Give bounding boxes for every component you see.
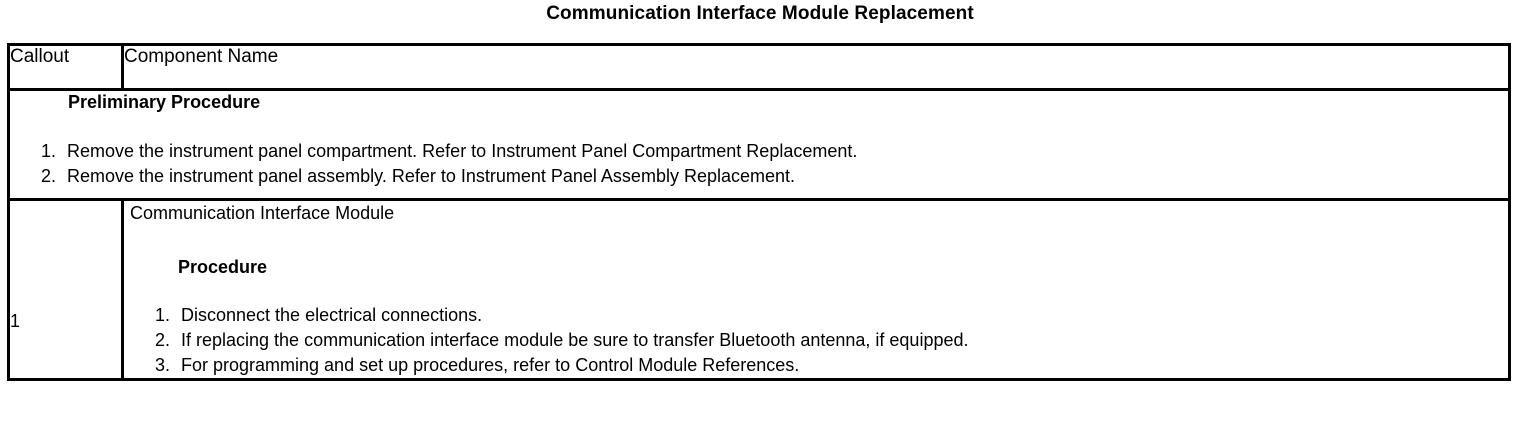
table-row: 1 Communication Interface Module Procedu… [7,198,1511,381]
list-item: 2. Remove the instrument panel assembly.… [26,164,1508,189]
list-item-number: 2. [154,330,170,350]
list-item-text: Remove the instrument panel compartment.… [67,141,858,161]
column-header-callout: Callout [7,43,124,91]
column-header-component-name: Component Name [121,43,1511,91]
list-item-number: 1. [40,141,56,161]
list-item-number: 2. [40,166,56,186]
preliminary-procedure-heading: Preliminary Procedure [68,92,261,112]
list-item-number: 3. [154,355,170,375]
procedure-step-list: 1. Disconnect the electrical connections… [126,303,1507,377]
list-item: 1. Disconnect the electrical connections… [140,303,1507,328]
callout-cell: 1 [7,198,124,381]
list-item: 2. If replacing the communication interf… [140,328,1507,353]
preliminary-procedure-row: Preliminary Procedure 1. Remove the inst… [7,88,1511,201]
callout-number: 1 [10,311,21,331]
component-name-label: Communication Interface Module [130,203,395,223]
component-cell: Communication Interface Module Procedure… [121,198,1511,381]
list-item-text: If replacing the communication interface… [181,330,969,350]
preliminary-procedure-cell: Preliminary Procedure 1. Remove the inst… [7,88,1511,201]
list-item-text: Remove the instrument panel assembly. Re… [67,166,796,186]
list-item: 1. Remove the instrument panel compartme… [26,139,1508,164]
page-title: Communication Interface Module Replaceme… [546,3,974,24]
list-item-text: For programming and set up procedures, r… [181,355,800,375]
list-item-text: Disconnect the electrical connections. [181,305,483,325]
list-item: 3. For programming and set up procedures… [140,353,1507,377]
table-header-row: Callout Component Name [7,43,1511,91]
procedure-heading: Procedure [178,257,268,277]
preliminary-procedure-list: 1. Remove the instrument panel compartme… [10,139,1508,189]
list-item-number: 1. [154,305,170,325]
procedure-table: Callout Component Name Preliminary Proce… [7,43,1511,381]
